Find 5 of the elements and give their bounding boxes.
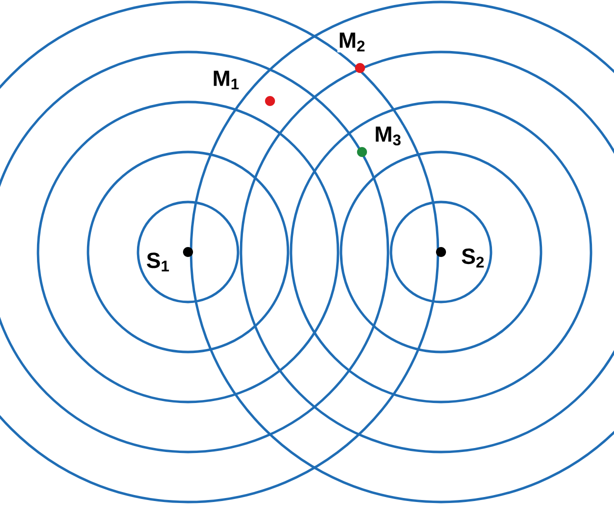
point-label: S$_{1}$ — [145, 252, 171, 272]
point-label: M$_{1}$ — [211, 70, 241, 90]
point-label: M$_{2}$ — [337, 32, 367, 52]
point-label: M$_{3}$ — [373, 126, 403, 146]
point-label: S$_{2}$ — [460, 248, 486, 268]
